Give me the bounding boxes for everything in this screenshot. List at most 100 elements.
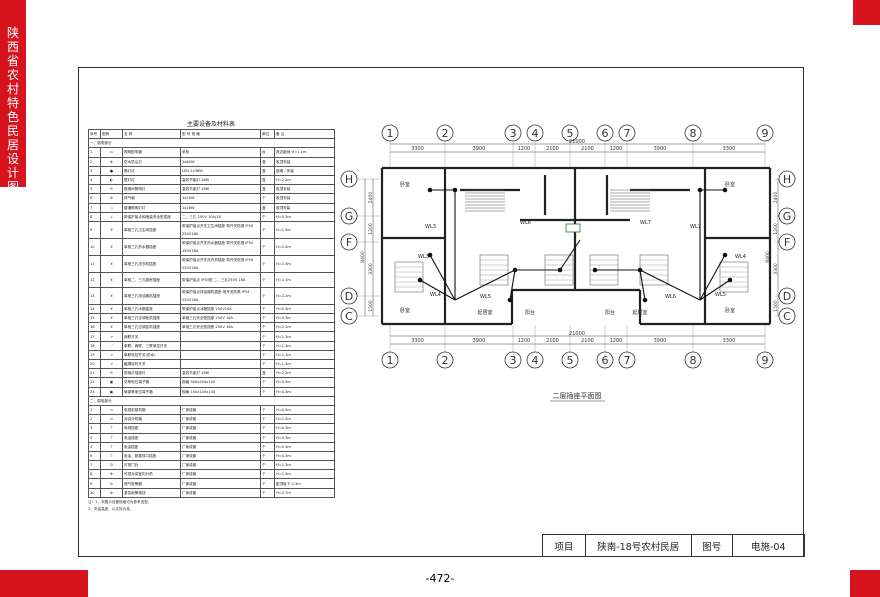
- dimension-text: 2100: [581, 146, 594, 152]
- socket-symbol: [637, 267, 643, 273]
- circuit-wire: [559, 239, 581, 271]
- axis-label-bottom: 8: [690, 354, 697, 367]
- dimension-text: 2100: [546, 146, 559, 152]
- axis-label-bottom: 5: [567, 354, 574, 367]
- circuit-label: WL4: [430, 292, 441, 298]
- axis-label-bottom: 6: [602, 354, 609, 367]
- room-label: 卧室: [725, 181, 735, 188]
- project-label: 项目: [543, 535, 586, 557]
- table-cell-note: H=0.7m: [274, 487, 335, 498]
- circuit-label: WL7: [690, 224, 701, 230]
- axis-label-side: C: [345, 310, 353, 323]
- socket-symbol: [727, 277, 733, 283]
- dimension-text: 3300: [411, 338, 424, 344]
- axis-label-side: H: [345, 173, 353, 186]
- axis-label-side: G: [783, 210, 792, 223]
- axis-label-side: C: [783, 310, 791, 323]
- dimension-text-side: 1500: [368, 300, 374, 312]
- room-label: 卧室: [725, 307, 735, 314]
- table-note-2: 2、安装高度，以实际为准。: [88, 506, 134, 511]
- side-banner: 陕西省农村特色民居设计图集: [0, 0, 26, 208]
- footer-box: [88, 570, 850, 597]
- table-cell-note: 吸顶安装: [274, 193, 335, 204]
- dimension-text: 1200: [518, 146, 531, 152]
- socket-symbol: [452, 187, 458, 193]
- dimension-text: 2100: [581, 338, 594, 344]
- plan-title: 二层插座平面图: [553, 391, 602, 400]
- circuit-wire: [639, 269, 646, 301]
- dimension-text-side: 3300: [368, 263, 374, 275]
- circuit-wire: [429, 254, 456, 301]
- overall-dimension: 21000: [569, 139, 585, 145]
- table-cell-note: H=0.3m: [274, 211, 335, 222]
- socket-symbol: [722, 252, 728, 258]
- header-note: 备 注: [274, 128, 335, 140]
- dimension-text-side: 1200: [368, 223, 374, 235]
- circuit-label: WL7: [640, 220, 651, 226]
- axis-label-bottom: 7: [624, 354, 631, 367]
- axis-label-top: 7: [624, 127, 631, 140]
- axis-label-bottom: 3: [510, 354, 517, 367]
- axis-label-top: 8: [690, 127, 697, 140]
- dimension-text: 3300: [411, 146, 424, 152]
- table-cell-note: 吸顶安装: [274, 156, 335, 167]
- room-label: 阳台: [605, 309, 615, 316]
- socket-symbol: [557, 267, 563, 273]
- distribution-box: [565, 223, 581, 233]
- circuit-wire: [454, 269, 516, 301]
- page-number: -472-: [425, 572, 455, 585]
- corner-mark: [853, 0, 880, 25]
- table-row: 1▭照明配电箱参柜台底边距地 H=1.1m: [88, 147, 335, 158]
- sheet-number: 电施-04: [733, 535, 805, 557]
- dimension-text-side: 2400: [368, 192, 374, 204]
- circuit-label: WL4: [735, 254, 746, 260]
- circuit-wire: [639, 269, 701, 301]
- sheet-label: 图号: [692, 535, 733, 557]
- room-label: 卧室: [400, 181, 410, 188]
- table-cell-note: H=2.2m: [274, 174, 335, 186]
- socket-symbol: [722, 187, 728, 193]
- circuit-wire: [509, 269, 516, 301]
- axis-label-side: D: [783, 290, 791, 303]
- dimension-text-side: 1500: [773, 300, 779, 312]
- table-header-row: 序号 图例 名 称 型 号 规 格 单位 备 注: [88, 128, 335, 140]
- overall-dimension: 21000: [569, 331, 585, 337]
- circuit-wire: [699, 279, 731, 301]
- axis-label-side: F: [784, 236, 790, 249]
- table-note-1: 注：1、本图示设备规格均为参考选型。: [88, 499, 152, 504]
- circuit-label: WL3: [418, 254, 429, 260]
- project-name: 陕南-18号农村民居: [586, 535, 692, 557]
- dimension-text: 1200: [610, 146, 623, 152]
- socket-symbol: [592, 267, 598, 273]
- socket-symbol: [697, 187, 703, 193]
- dimension-text-side: 1200: [773, 223, 779, 235]
- room-label: 起居室: [477, 309, 492, 316]
- circuit-label: WL3: [425, 224, 436, 230]
- room-label: 阳台: [525, 309, 535, 316]
- socket-symbol: [512, 267, 518, 273]
- axis-label-top: 1: [387, 127, 394, 140]
- table-section-label: 一、强电部分: [88, 138, 335, 149]
- axis-label-bottom: 9: [762, 354, 769, 367]
- dimension-text: 3300: [723, 338, 736, 344]
- dimension-text: 2100: [546, 338, 559, 344]
- circuit-label: WL6: [665, 294, 676, 300]
- dimension-text: 3900: [654, 338, 667, 344]
- socket-symbol: [427, 187, 433, 193]
- socket-symbol: [507, 297, 513, 303]
- table-cell-note: 嵌墙 / 安装: [274, 165, 335, 176]
- dimension-text-side: 2400: [773, 192, 779, 204]
- axis-label-top: 4: [532, 127, 539, 140]
- dimension-text: 3900: [473, 338, 486, 344]
- axis-label-side: F: [346, 236, 352, 249]
